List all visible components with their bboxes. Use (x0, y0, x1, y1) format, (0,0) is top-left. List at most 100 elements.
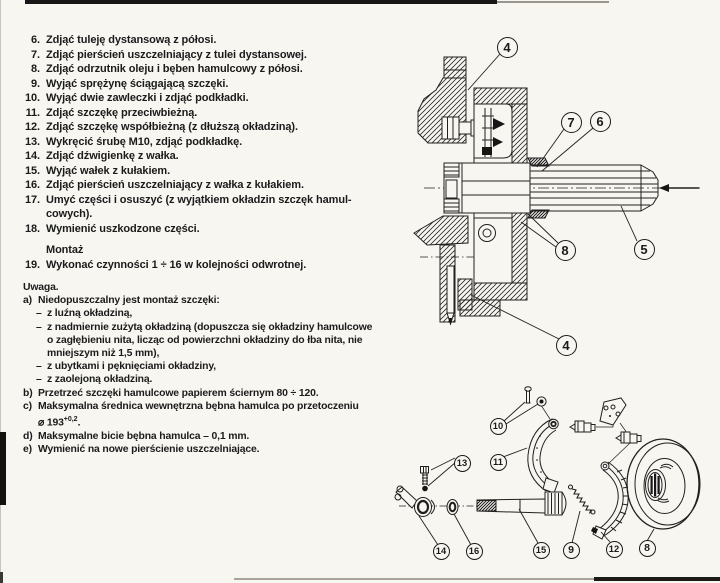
page-bottom-rule-gray (234, 578, 594, 580)
note-label: a) (23, 295, 32, 307)
lever-14 (394, 485, 435, 517)
step-item: 17. Umyć części i osuszyć (z wyjątkiem o… (21, 193, 352, 222)
brake-exploded-view (394, 386, 701, 546)
step-text: Zdjąć pierścień uszczelniający z wałka z… (46, 179, 304, 191)
note-sub-text: z luźną okładziną, (47, 308, 133, 320)
half-axle-shaft (424, 162, 700, 214)
note-item: a) Niedopuszczalny jest montaż szczęki: (23, 294, 372, 307)
note-item: e) Wymienić na nowe pierścienie uszczeln… (23, 443, 372, 456)
callout-5: 5 (633, 238, 655, 260)
step-text: Wyjąć dwie zawleczki i zdjąć podkładki. (46, 92, 249, 104)
note-label: e) (23, 443, 32, 455)
step-text: Wyjąć wałek z kułakiem. (46, 164, 171, 177)
brake-shoe-11 (527, 418, 559, 494)
callout-7: 7 (560, 111, 582, 133)
uwaga-heading: Uwaga. (23, 282, 59, 293)
step-text: Zdjąć szczękę współbieżną (z dłuższą okł… (46, 121, 298, 133)
washer-16 (446, 499, 459, 515)
bolt-13 (420, 466, 429, 492)
note-item: c) Maksymalna średnica wewnętrzna bębna … (23, 400, 372, 413)
callout-4: 4 (555, 334, 577, 356)
step-text: Wykręcić śrubę M10, zdjąć podkładkę. (46, 135, 243, 148)
step-item: 9. Wyjąć sprężynę ściągającą szczęki. (21, 77, 351, 92)
lower-flange-bracket (413, 215, 501, 326)
note-label: c) (23, 400, 32, 412)
bearing-housing (473, 87, 528, 301)
callout-9: 9 (562, 541, 580, 559)
return-spring (567, 484, 596, 515)
note-sub-item: – z luźną okładziną, (36, 307, 372, 320)
note-sub-item: – z zaolejoną okładziną. (36, 373, 372, 386)
step-number: 18. (25, 222, 40, 235)
step-number: 6. (31, 34, 40, 46)
step-item: 18. Wymienić uszkodzone części. (21, 222, 351, 237)
step-number: 16. (25, 179, 40, 191)
dash-bullet: – (36, 374, 42, 386)
note-text: Niedopuszczalny jest montaż szczęki: (38, 295, 220, 307)
callout-10: 10 (489, 417, 507, 435)
note-sub-text: z ubytkami i pęknięciami okładziny, (47, 361, 216, 373)
page-bottom-rule-dark (594, 577, 720, 581)
step-item: 8. Zdjąć odrzutnik oleju i bęben hamulco… (21, 62, 351, 77)
disassembly-steps-list: 6. Zdjąć tuleję dystansową z półosi. 7. … (21, 33, 352, 237)
leader-lines-bottom (418, 401, 655, 546)
note-text: Wymienić na nowe pierścienie uszczelniaj… (38, 443, 260, 455)
step-item: 16. Zdjąć pierścień uszczelniający z wał… (21, 178, 351, 193)
callout-8: 8 (554, 239, 576, 261)
montaz-section: Montaż 19. Wykonać czynności 1 ÷ 16 w ko… (21, 243, 306, 272)
callout-6: 6 (589, 110, 611, 132)
step-text: Wymienić uszkodzone części. (46, 222, 200, 235)
step-item: 15. Wyjąć wałek z kułakiem. (21, 164, 351, 179)
step-text: Wykonać czynności 1 ÷ 16 w kolejności od… (46, 258, 307, 271)
step-number: 7. (31, 48, 40, 61)
step-item: 6. Zdjąć tuleję dystansową z półosi. (21, 33, 351, 48)
dash-bullet: – (36, 308, 42, 320)
callout-16: 16 (465, 542, 483, 560)
step-number: 12. (25, 121, 40, 133)
step-text: Zdjąć odrzutnik oleju i bęben hamulcowy … (46, 63, 303, 75)
leader-lines-top (467, 53, 638, 340)
adjuster-bolt-a (569, 420, 614, 433)
note-item: b) Przetrzeć szczęki hamulcowe papierem … (23, 387, 372, 400)
diameter-prefix: ⌀ 193 (38, 417, 64, 429)
step-number: 9. (31, 77, 40, 90)
seal-rings (527, 157, 550, 219)
axle-flange (417, 56, 475, 144)
step-number: 17. (25, 193, 40, 206)
step-number: 13. (25, 135, 40, 148)
callout-4: 4 (496, 36, 518, 58)
step-number: 8. (31, 63, 40, 75)
note-sub-item: – z ubytkami i pęknięciami okładziny, (36, 360, 372, 373)
callout-11: 11 (489, 453, 507, 471)
step-number: 19. (25, 258, 40, 271)
note-sub-item: – z nadmiernie zużytą okładziną (dopuszc… (36, 321, 372, 361)
diameter-suffix: . (77, 417, 81, 429)
brake-shoe-12 (591, 461, 629, 540)
step-text: Zdjąć szczękę przeciwbieżną. (46, 106, 198, 119)
callout-13: 13 (453, 454, 471, 472)
step-number: 10. (25, 92, 40, 104)
note-text: Maksymalne bicie bębna hamulca – 0,1 mm. (38, 430, 250, 442)
callout-8: 8 (638, 539, 656, 557)
step-item: 12. Zdjąć szczękę współbieżną (z dłuższą… (21, 120, 351, 135)
callout-15: 15 (532, 541, 550, 559)
camshaft (476, 491, 567, 516)
step-item: 14. Zdjąć dźwigienkę z wałka. (21, 149, 351, 164)
step-text: Zdjąć tuleję dystansową z półosi. (46, 34, 217, 46)
step-text: Wyjąć sprężynę ściągającą szczęki. (46, 77, 229, 90)
adjuster-bolt-b (605, 431, 642, 467)
step-text: Zdjąć dźwigienkę z wałka. (46, 150, 179, 162)
step-item: 11. Zdjąć szczękę przeciwbieżną. (21, 106, 351, 121)
dash-bullet: – (36, 321, 42, 333)
step-text: Umyć części i osuszyć (z wyjątkiem okład… (46, 193, 352, 221)
step-number: 14. (25, 150, 40, 162)
callout-14: 14 (432, 542, 450, 560)
step-number: 11. (25, 106, 40, 119)
note-label: d) (23, 430, 33, 442)
hub-cross-section (413, 53, 700, 340)
page-top-rule (25, 0, 497, 4)
page-top-rule-faint (497, 1, 609, 3)
diameter-tolerance: +0,2 (63, 416, 78, 424)
note-label: b) (23, 387, 33, 399)
